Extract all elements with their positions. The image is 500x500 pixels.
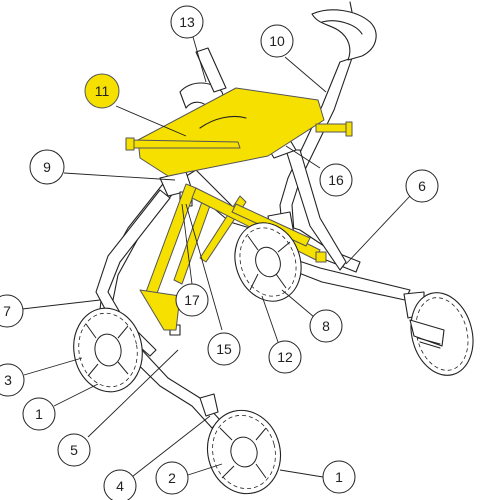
svg-text:8: 8	[322, 318, 330, 334]
wheel-rear-right	[234, 222, 302, 302]
svg-text:5: 5	[70, 442, 78, 458]
wheel-front-left	[73, 307, 143, 393]
svg-text:3: 3	[4, 372, 12, 388]
svg-text:10: 10	[269, 33, 285, 49]
callout-9: 9	[29, 149, 65, 185]
callout-2: 2	[155, 461, 189, 495]
svg-text:11: 11	[95, 83, 110, 99]
callout-4: 4	[103, 469, 137, 500]
svg-text:1: 1	[335, 469, 343, 485]
svg-text:13: 13	[179, 14, 195, 30]
callout-6: 6	[405, 169, 439, 203]
callout-11: 11	[84, 73, 120, 109]
callout-10: 10	[260, 24, 294, 58]
callout-7: 7	[0, 294, 24, 328]
svg-text:15: 15	[216, 341, 232, 357]
svg-text:1: 1	[35, 406, 43, 422]
rear-handle-grip	[311, 9, 377, 61]
callout-5: 5	[57, 433, 91, 467]
wheel-rear-left	[409, 292, 474, 376]
svg-text:9: 9	[43, 159, 51, 175]
callout-1-right: 1	[322, 460, 356, 494]
callout-17: 17	[175, 283, 209, 317]
svg-text:6: 6	[418, 178, 426, 194]
svg-text:4: 4	[116, 478, 124, 494]
callout-15: 15	[207, 332, 241, 366]
leader-lines	[21, 36, 411, 481]
callout-1-left: 1	[22, 397, 56, 431]
svg-text:16: 16	[328, 172, 344, 188]
seat-panel	[137, 87, 325, 177]
callout-16: 16	[319, 163, 353, 197]
rear-handle-post	[279, 57, 411, 301]
wheel-front-right	[207, 409, 281, 495]
svg-text:7: 7	[3, 303, 11, 319]
svg-text:2: 2	[168, 470, 176, 486]
callout-8: 8	[309, 309, 343, 343]
callout-12: 12	[268, 340, 302, 374]
callout-13: 13	[170, 5, 204, 39]
rear-lower-tube	[285, 149, 347, 271]
callout-3: 3	[0, 363, 25, 397]
svg-text:17: 17	[184, 292, 200, 308]
svg-text:12: 12	[277, 349, 293, 365]
